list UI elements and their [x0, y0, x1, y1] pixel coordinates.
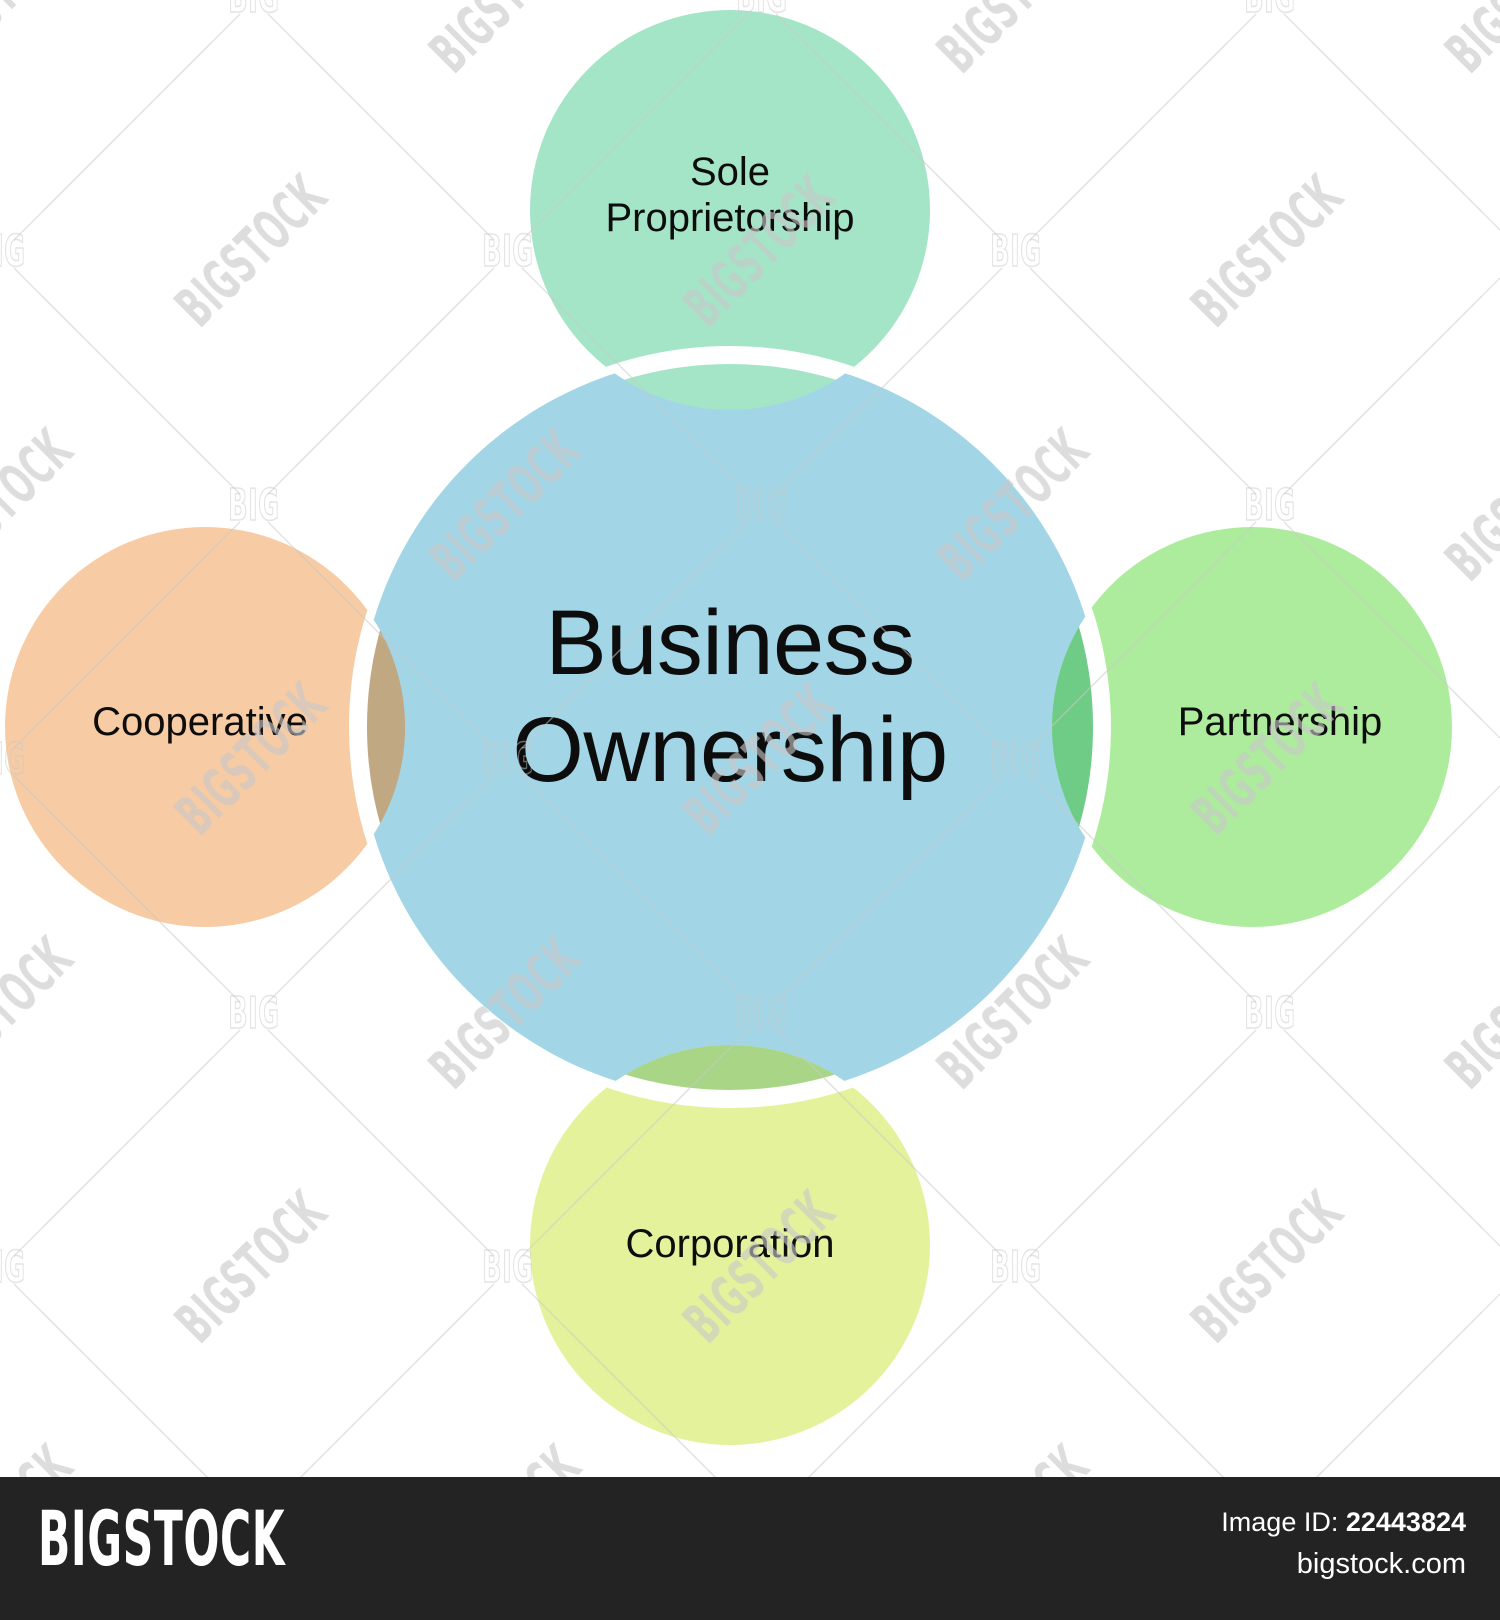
satellite-circle-cooperative[interactable]	[5, 527, 405, 927]
business-ownership-diagram: Business Ownership Sole Proprietorship P…	[0, 0, 1500, 1477]
site-url: bigstock.com	[1296, 1547, 1466, 1580]
satellite-circle-partnership[interactable]	[1052, 527, 1452, 927]
footer-metadata: Image ID: 22443824 bigstock.com	[1221, 1505, 1466, 1583]
bigstock-logo: BIGSTOCK	[38, 1494, 286, 1583]
center-circle-business-ownership[interactable]	[358, 355, 1102, 1099]
image-id-label: Image ID:	[1221, 1507, 1339, 1537]
image-id-value: 22443824	[1345, 1507, 1466, 1537]
stock-footer-bar: BIGSTOCK Image ID: 22443824 bigstock.com	[0, 1477, 1500, 1620]
image-id: Image ID: 22443824	[1221, 1505, 1466, 1541]
diagram-shapes	[5, 10, 1452, 1445]
